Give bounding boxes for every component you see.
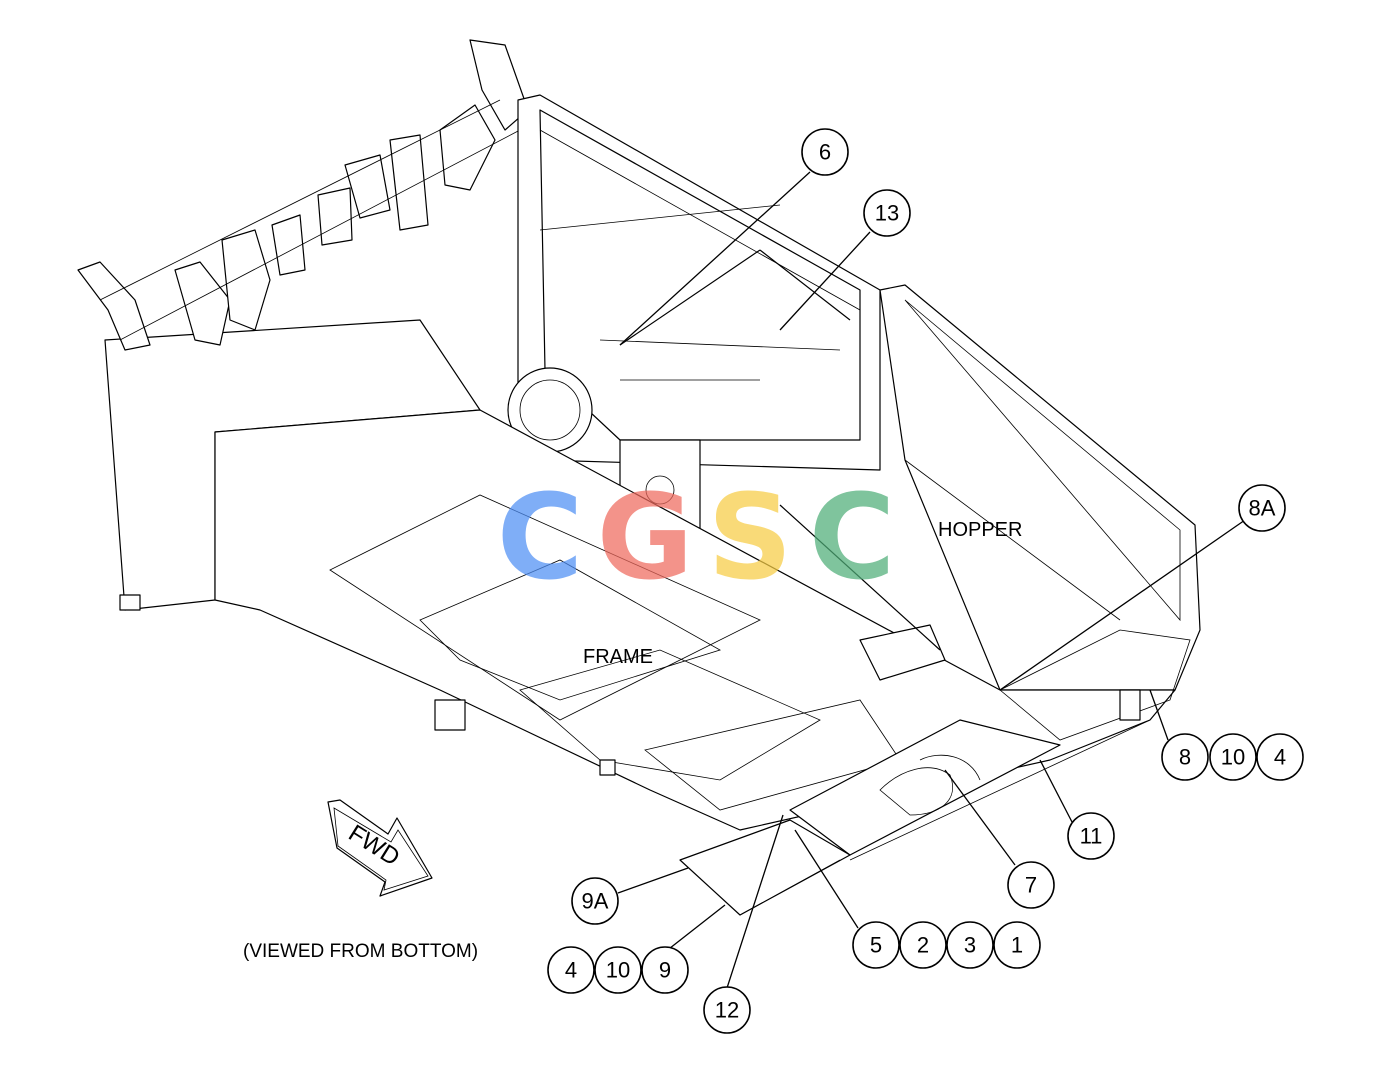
watermark-letter-3: S [708,468,793,606]
machine-frame-drawing [77,39,1201,916]
watermark-letter-4: C [809,468,896,606]
callout-8A: 8A [1238,484,1286,532]
callout-5: 5 [852,921,900,969]
callout-1: 1 [993,921,1041,969]
svg-text:13: 13 [875,201,899,226]
upright-inner [539,109,861,441]
svg-text:6: 6 [819,140,831,165]
pipe-elbow [859,624,946,681]
hopper-body [879,284,1201,691]
control-cable [619,249,761,346]
svg-text:2: 2 [917,933,929,958]
hopper-label: HOPPER [938,519,1022,541]
callout-11: 11 [1067,812,1115,860]
callout-3: 3 [946,921,994,969]
callout-13: 13 [863,189,911,237]
callout-4-left: 4 [547,946,595,994]
svg-text:5: 5 [870,933,882,958]
svg-text:4: 4 [1274,745,1286,770]
svg-text:10: 10 [606,958,630,983]
svg-text:7: 7 [1025,873,1037,898]
callout-6: 6 [801,128,849,176]
svg-text:9A: 9A [582,889,609,914]
watermark-letter-1: C [497,468,584,606]
callout-9A: 9A [571,877,619,925]
frame-label: FRAME [583,646,653,668]
callouts: 6 13 8A 8 10 4 11 7 [547,128,1304,1034]
svg-text:11: 11 [1080,824,1103,849]
svg-text:8: 8 [1179,745,1191,770]
callout-9: 9 [641,946,689,994]
svg-text:1: 1 [1011,933,1023,958]
callout-2: 2 [899,921,947,969]
svg-text:3: 3 [964,933,976,958]
leader-lines [617,171,1246,989]
svg-text:9: 9 [659,958,671,983]
svg-text:4: 4 [565,958,577,983]
cover-plate-11 [789,719,1061,856]
fwd-arrow-icon [327,799,433,897]
watermark: C G S C [497,468,896,606]
callout-8: 8 [1161,733,1209,781]
fwd-arrow: FWD [327,799,433,897]
callout-4-right: 4 [1256,733,1304,781]
callout-10-right: 10 [1209,733,1257,781]
view-note: (VIEWED FROM BOTTOM) [243,941,478,962]
svg-text:12: 12 [715,998,739,1023]
svg-text:10: 10 [1221,745,1245,770]
callout-10-left: 10 [594,946,642,994]
callout-7: 7 [1007,861,1055,909]
mounting-brackets [77,39,529,351]
svg-text:8A: 8A [1249,496,1276,521]
callout-12: 12 [703,986,751,1034]
watermark-letter-2: G [597,468,694,606]
